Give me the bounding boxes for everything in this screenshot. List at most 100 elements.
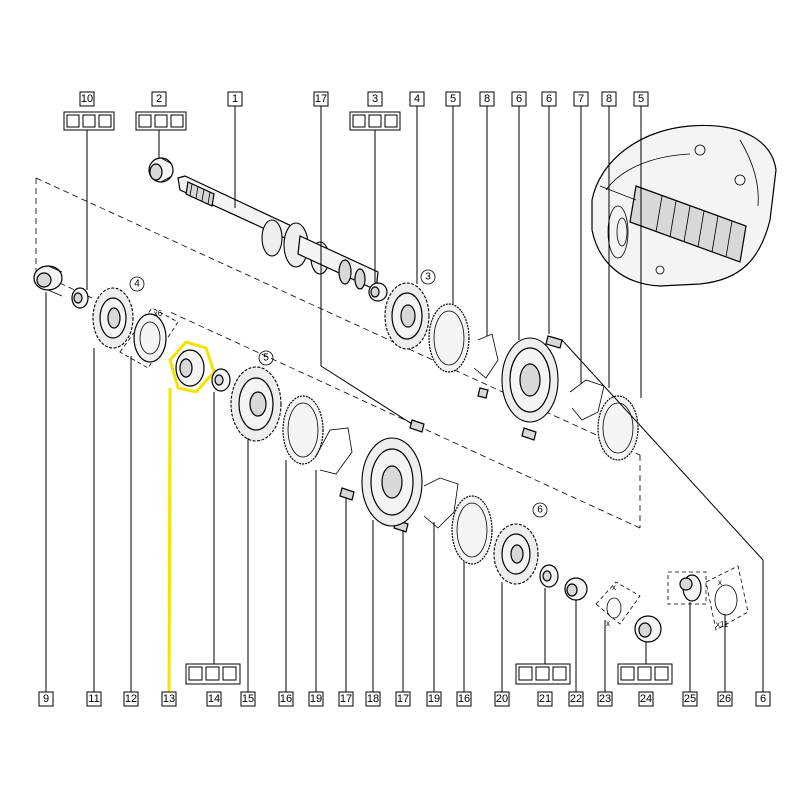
washer-12: x6 [119, 307, 179, 369]
bottom-label-15: 15 [240, 438, 256, 707]
top-label-7: 7 [573, 91, 589, 384]
bottom-label-19-b: 19 [426, 522, 442, 707]
bottom-label-20: 20 [494, 582, 510, 707]
top-label-4: 4 [409, 91, 425, 284]
svg-text:1: 1 [232, 93, 238, 105]
top-label-8-b: 8 [601, 91, 617, 388]
svg-text:11: 11 [88, 693, 99, 705]
spring-clip-19-right [423, 477, 459, 529]
top-label-3: 3 [349, 91, 401, 284]
svg-text:7: 7 [578, 93, 584, 105]
bottom-label-21: 21 [515, 588, 571, 707]
gearbox-shaft-teeth [655, 195, 733, 258]
svg-text:8: 8 [606, 93, 612, 105]
svg-text:8: 8 [484, 93, 490, 105]
bush-13-highlighted [168, 340, 216, 394]
bottom-label-17-b: 17 [395, 530, 411, 707]
gear-mark: 4 [134, 279, 140, 290]
svg-text:17: 17 [340, 693, 352, 705]
svg-text:24: 24 [640, 693, 652, 705]
top-label-2: 2 [135, 91, 187, 158]
qty-mark: x [612, 583, 616, 592]
bush-9 [33, 265, 63, 297]
svg-text:17: 17 [315, 93, 327, 105]
svg-text:13: 13 [163, 693, 175, 705]
ring-26: x11 [705, 565, 749, 631]
synchro-hub-18 [361, 437, 423, 527]
qty-mark: x11 [716, 620, 729, 629]
nut-25: x [667, 571, 722, 605]
spring-clip-19-left [315, 419, 425, 475]
bottom-label-17-a: 17 [338, 498, 354, 707]
spring-clip-8-upper [473, 333, 499, 379]
top-label-17-top: 17 [313, 91, 413, 425]
top-label-1: 1 [227, 91, 243, 208]
gear-15: 5 [230, 350, 282, 442]
bottom-label-14: 14 [185, 392, 241, 707]
bush-22 [564, 577, 588, 601]
svg-text:25: 25 [684, 693, 696, 705]
bottom-label-16-a: 16 [278, 460, 294, 707]
svg-text:6: 6 [760, 693, 766, 705]
top-label-6-b: 6 [541, 91, 557, 334]
svg-text:26: 26 [719, 693, 731, 705]
bottom-label-24: 24 [617, 642, 673, 707]
top-label-6-a: 6 [511, 91, 527, 340]
bottom-label-13: 13 [161, 388, 177, 707]
needle-bearing-10 [71, 287, 89, 309]
top-label-5-b: 5 [633, 91, 649, 398]
synchro-ring-5-upper [428, 303, 470, 373]
main-shaft [177, 175, 379, 291]
svg-text:9: 9 [43, 693, 49, 705]
svg-text:5: 5 [638, 93, 644, 105]
gearbox-illustration [591, 124, 777, 287]
bearing-24 [634, 615, 662, 643]
svg-text:16: 16 [280, 693, 292, 705]
needle-bearing-3 [368, 282, 388, 302]
bottom-label-26: 26 [717, 614, 733, 707]
synchro-hub-6 [501, 337, 559, 423]
spring-clip-7 [569, 379, 605, 421]
svg-text:18: 18 [367, 693, 379, 705]
needle-bearing-14 [211, 368, 231, 392]
svg-text:4: 4 [414, 93, 420, 105]
svg-text:6: 6 [546, 93, 552, 105]
gear-mark: 3 [425, 272, 431, 283]
svg-text:3: 3 [372, 93, 378, 105]
gear-11: 4 [92, 276, 145, 349]
svg-text:19: 19 [310, 693, 322, 705]
bottom-label-19-a: 19 [308, 470, 324, 707]
bottom-label-25: 25 [682, 602, 698, 707]
svg-text:5: 5 [450, 93, 456, 105]
circlip-23: x x [595, 581, 641, 628]
bottom-label-6: 6 [561, 339, 771, 707]
bottom-label-12: 12 [123, 356, 139, 707]
key-6-upper [477, 335, 563, 399]
bottom-label-18: 18 [365, 520, 381, 707]
svg-text:14: 14 [208, 693, 220, 705]
synchro-ring-16-left [282, 395, 324, 465]
bottom-label-9: 9 [38, 292, 54, 707]
gear-20: 6 [493, 502, 548, 585]
svg-text:20: 20 [496, 693, 508, 705]
svg-text:17: 17 [397, 693, 409, 705]
svg-text:16: 16 [458, 693, 470, 705]
bottom-label-23: 23 [597, 620, 613, 707]
svg-text:6: 6 [516, 93, 522, 105]
bottom-label-16-b: 16 [456, 562, 472, 707]
qty-mark: x [606, 619, 610, 628]
bottom-label-22: 22 [568, 600, 584, 707]
svg-text:15: 15 [242, 693, 254, 705]
svg-text:22: 22 [570, 693, 582, 705]
svg-text:12: 12 [125, 693, 137, 705]
gear-4: 3 [384, 269, 436, 350]
svg-text:2: 2 [156, 93, 162, 105]
top-label-10: 10 [63, 91, 115, 290]
svg-text:23: 23 [599, 693, 611, 705]
gear-mark: 5 [263, 353, 269, 364]
svg-text:19: 19 [428, 693, 440, 705]
top-label-5: 5 [445, 91, 461, 304]
qty-mark: x6 [154, 309, 163, 318]
synchro-ring-16-right [451, 495, 493, 565]
